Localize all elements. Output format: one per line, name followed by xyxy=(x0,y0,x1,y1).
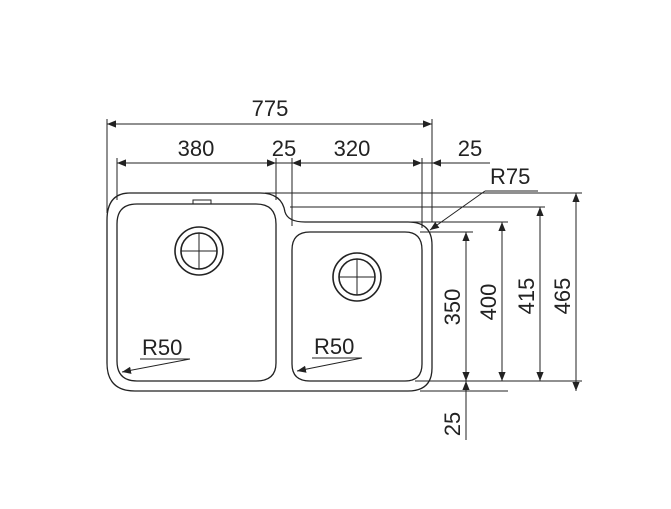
overall-depth-label: 465 xyxy=(550,278,575,315)
bottom-margin-label: 25 xyxy=(440,412,465,436)
left-drain xyxy=(174,226,224,276)
sink-outline xyxy=(106,192,433,392)
left-bowl xyxy=(116,203,277,382)
right-drain xyxy=(332,252,382,302)
overall-width-label: 775 xyxy=(252,96,289,121)
outer-rim xyxy=(106,192,433,392)
dimension-lines xyxy=(107,120,580,440)
overflow-slot xyxy=(192,199,212,204)
right-bowl-depth-label: 350 xyxy=(440,289,465,326)
right-margin-label: 25 xyxy=(458,136,482,161)
outer-depth-right-label: 400 xyxy=(476,284,501,321)
left-bowl-depth-label: 415 xyxy=(514,278,539,315)
dimension-labels: 775 380 25 320 25 R75 R50 R50 350 400 41… xyxy=(142,96,575,436)
outer-radius-label: R75 xyxy=(490,164,530,189)
right-bowl xyxy=(291,231,423,382)
right-bowl-width-label: 320 xyxy=(334,136,371,161)
right-bowl-radius-label: R50 xyxy=(314,334,354,359)
center-gap-label: 25 xyxy=(272,136,296,161)
left-bowl-width-label: 380 xyxy=(178,136,215,161)
left-bowl-radius-label: R50 xyxy=(142,335,182,360)
